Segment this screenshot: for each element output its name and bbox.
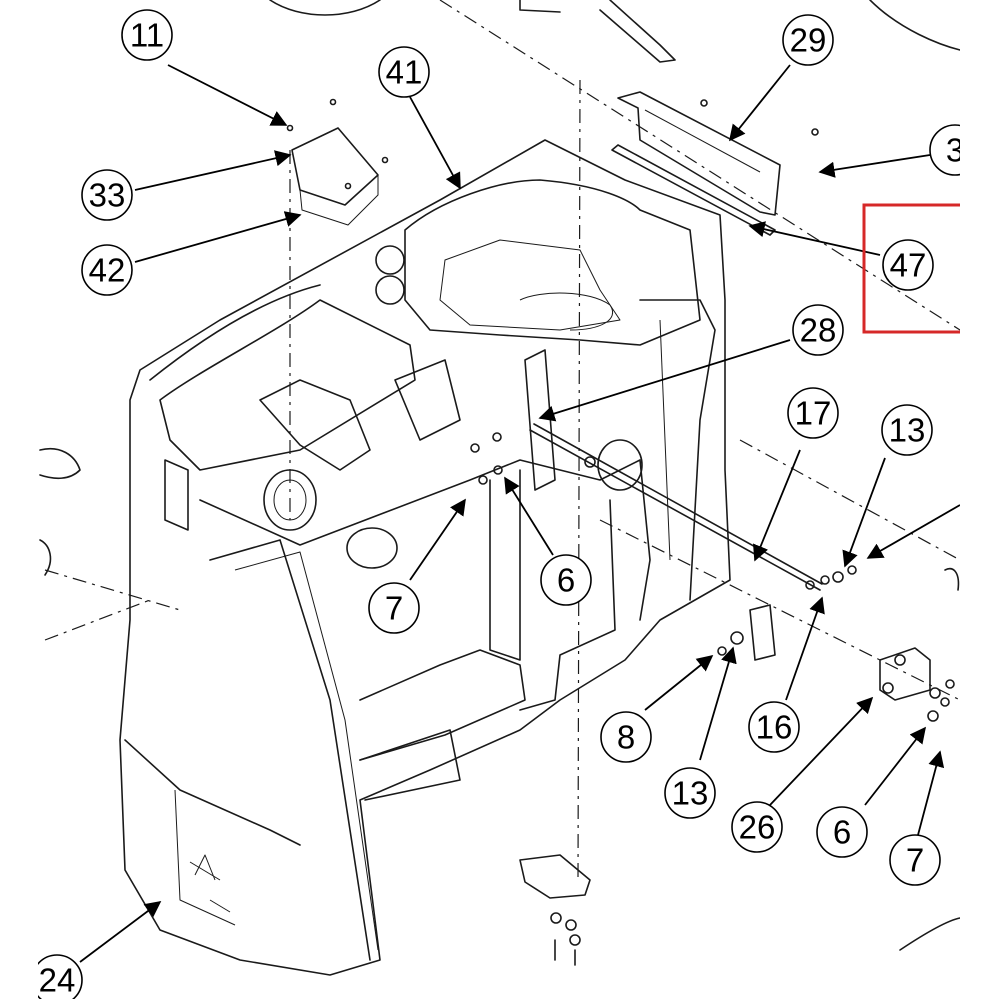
callout-42: 42 [81, 244, 133, 296]
callout-47-label: 47 [890, 247, 927, 284]
callout-6-right-label: 6 [833, 814, 851, 851]
callout-3-label: 3 [946, 132, 964, 169]
callout-33-label: 33 [89, 177, 126, 214]
top-edge-parts [269, 0, 961, 63]
callout-26: 26 [731, 801, 783, 853]
callout-33: 33 [81, 169, 133, 221]
left-edge-parts [39, 448, 961, 951]
callout-16-label: 16 [756, 709, 793, 746]
callout-41: 41 [378, 46, 430, 98]
callout-11-label: 11 [130, 17, 164, 54]
callout-8: 8 [600, 711, 652, 763]
callout-29-label: 29 [790, 22, 827, 59]
left-crop-mask [0, 0, 38, 999]
callout-16: 16 [748, 701, 800, 753]
callout-7-left-label: 7 [385, 590, 403, 627]
callout-28-label: 28 [800, 312, 837, 349]
callout-42-label: 42 [89, 252, 126, 289]
strip-47 [611, 144, 776, 236]
callout-13-bottom: 13 [664, 767, 716, 819]
callout-6-left: 6 [540, 554, 592, 606]
leader-lines [79, 64, 961, 963]
callout-7-right-label: 7 [906, 842, 924, 879]
linkage-rod-17 [470, 423, 857, 591]
callout-11: 11 [121, 9, 173, 61]
callout-41-label: 41 [386, 54, 423, 91]
callout-6-left-label: 6 [557, 562, 575, 599]
hinge-plate-parts [519, 604, 955, 966]
callout-47: 47 [882, 239, 934, 291]
callout-7-left: 7 [368, 582, 420, 634]
callout-6-right: 6 [816, 806, 868, 858]
callout-24-label: 24 [39, 962, 76, 999]
callout-28: 28 [792, 304, 844, 356]
callout-24: 24 [31, 954, 83, 999]
callout-13-bottom-label: 13 [672, 775, 709, 812]
callout-17: 17 [787, 387, 839, 439]
callout-13-top: 13 [881, 404, 933, 456]
callout-29: 29 [782, 14, 834, 66]
callout-8-label: 8 [617, 719, 635, 756]
callout-13-top-label: 13 [889, 412, 926, 449]
right-crop-mask [960, 0, 999, 999]
callout-7-right: 7 [889, 834, 941, 886]
callout-26-label: 26 [739, 809, 776, 846]
main-housing [119, 139, 731, 976]
cover-33 [286, 98, 389, 226]
bracket-29 [617, 91, 819, 216]
callout-17-label: 17 [795, 395, 832, 432]
assembly-centerlines [44, 0, 961, 881]
